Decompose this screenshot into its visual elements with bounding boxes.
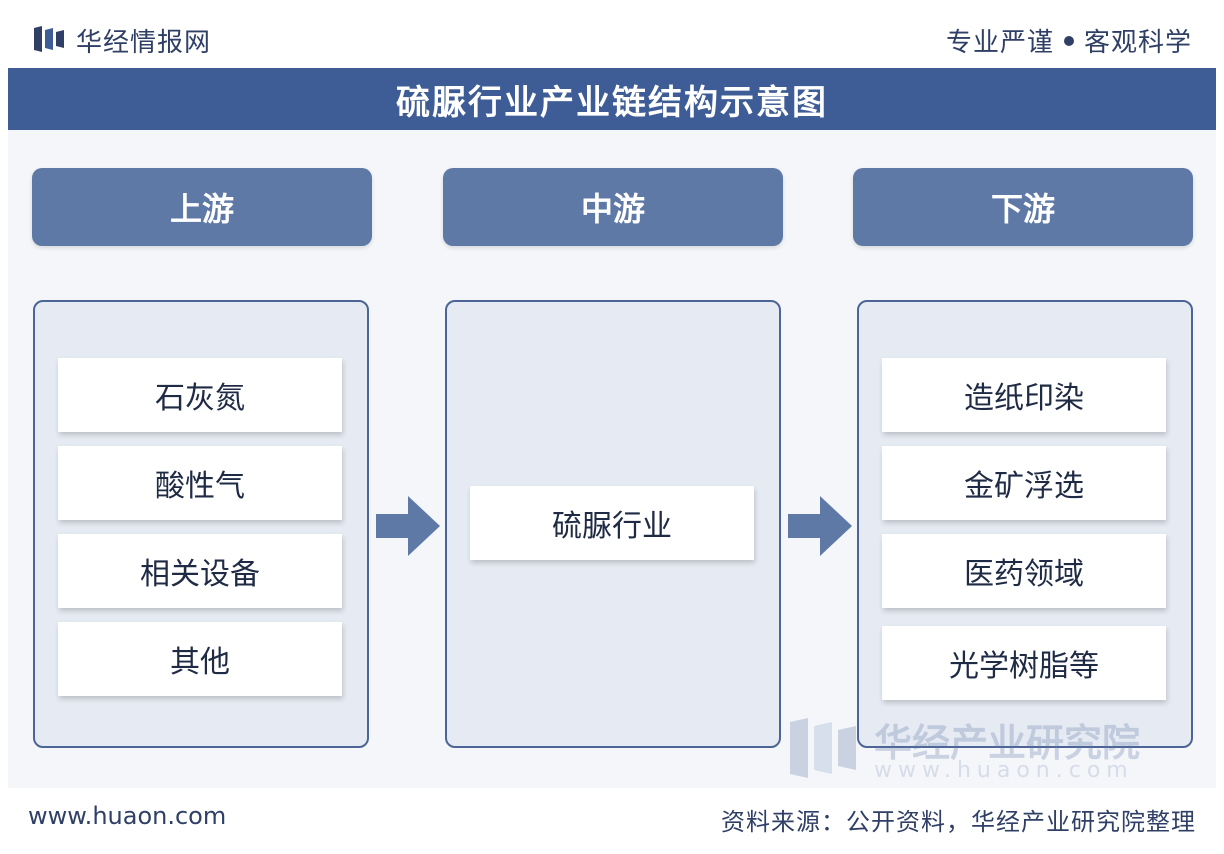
upstream-item: 石灰氮 <box>58 358 342 432</box>
bullet-dot <box>1063 35 1074 46</box>
midstream-item: 硫脲行业 <box>470 486 754 560</box>
logo-icon <box>34 26 64 52</box>
watermark-name: 华经产业研究院 <box>874 721 1141 765</box>
arrow-right-icon <box>376 496 440 556</box>
arrow-right-icon <box>788 496 852 556</box>
brand-name: 华经情报网 <box>76 28 212 58</box>
upstream-item: 酸性气 <box>58 446 342 520</box>
upstream-item: 相关设备 <box>58 534 342 608</box>
downstream-item: 造纸印染 <box>882 358 1166 432</box>
column-header-midstream: 中游 <box>443 168 783 246</box>
slogan: 专业严谨 客观科学 <box>946 22 1192 59</box>
top-bar: 华经情报网 专业严谨 客观科学 <box>0 0 1224 68</box>
page-title: 硫脲行业产业链结构示意图 <box>396 82 828 123</box>
column-header-upstream: 上游 <box>32 168 372 246</box>
column-header-downstream: 下游 <box>853 168 1193 246</box>
downstream-item: 金矿浮选 <box>882 446 1166 520</box>
watermark-logo-icon <box>790 718 856 778</box>
title-band: 硫脲行业产业链结构示意图 <box>8 68 1216 130</box>
downstream-item: 光学树脂等 <box>882 626 1166 700</box>
downstream-item: 医药领域 <box>882 534 1166 608</box>
footer-url[interactable]: www.huaon.com <box>28 802 227 830</box>
watermark: 华经产业研究院 www.huaon.com <box>790 712 1160 784</box>
upstream-item: 其他 <box>58 622 342 696</box>
slogan-left: 专业严谨 <box>945 28 1054 58</box>
footer-source: 资料来源：公开资料，华经产业研究院整理 <box>721 808 1196 836</box>
slogan-right: 客观科学 <box>1083 28 1192 58</box>
watermark-url: www.huaon.com <box>874 758 1134 783</box>
